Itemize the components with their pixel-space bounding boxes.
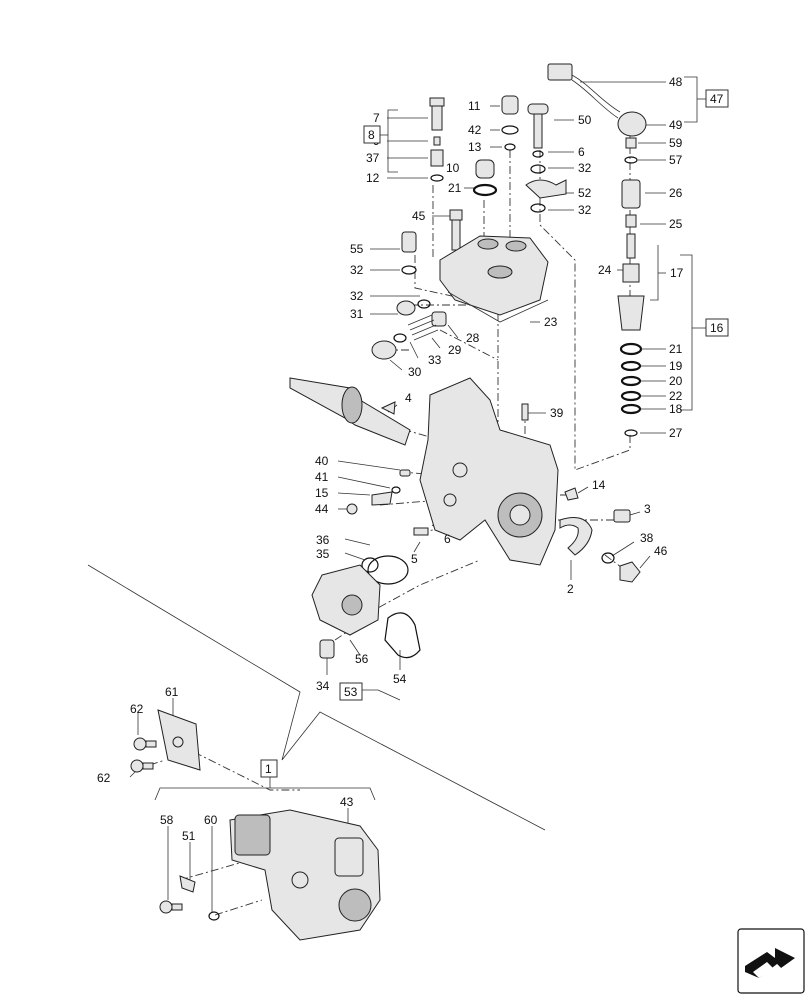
callout-44[interactable]: 44 — [315, 502, 329, 516]
callout-32-a[interactable]: 32 — [578, 161, 592, 175]
callout-2[interactable]: 2 — [567, 582, 574, 596]
callout-52[interactable]: 52 — [578, 186, 592, 200]
callout-labels: 7 9 37 12 11 42 13 10 21 50 6 32 52 32 4… — [97, 75, 684, 843]
callout-61[interactable]: 61 — [165, 685, 179, 699]
callout-36[interactable]: 36 — [316, 533, 330, 547]
callout-37[interactable]: 37 — [366, 151, 380, 165]
callout-10[interactable]: 10 — [446, 161, 460, 175]
callout-38[interactable]: 38 — [640, 531, 654, 545]
bolt-58-bracket-51-washer-60 — [159, 875, 220, 921]
alignment-lines — [149, 130, 631, 916]
callout-29[interactable]: 29 — [448, 343, 462, 357]
oring-stack-right — [619, 342, 643, 437]
gasket-54 — [384, 612, 421, 659]
callout-25[interactable]: 25 — [669, 217, 683, 231]
callout-31[interactable]: 31 — [350, 307, 364, 321]
callout-28[interactable]: 28 — [466, 331, 480, 345]
callout-35[interactable]: 35 — [316, 547, 330, 561]
callout-51[interactable]: 51 — [182, 829, 196, 843]
banjo-fitting-stack — [525, 103, 567, 213]
small-fittings-left — [346, 469, 579, 536]
feed-pump-cover — [311, 564, 381, 659]
callout-5[interactable]: 5 — [411, 552, 418, 566]
solenoid-connector-48-49 — [547, 63, 647, 137]
bracket-2-bolt-3 — [559, 509, 641, 583]
callout-32-d[interactable]: 32 — [350, 289, 364, 303]
callout-32-c[interactable]: 32 — [350, 263, 364, 277]
callout-49[interactable]: 49 — [669, 118, 683, 132]
callout-27[interactable]: 27 — [669, 426, 683, 440]
callout-3[interactable]: 3 — [644, 502, 651, 516]
callout-24[interactable]: 24 — [598, 263, 612, 277]
callout-21-right[interactable]: 21 — [669, 342, 683, 356]
callout-55[interactable]: 55 — [350, 242, 364, 256]
callout-26[interactable]: 26 — [669, 186, 683, 200]
complete-pump-assembly — [229, 809, 381, 941]
callout-53-box[interactable]: 53 — [344, 685, 358, 699]
pump-housing — [419, 377, 559, 566]
callout-42[interactable]: 42 — [468, 123, 482, 137]
callout-62-a[interactable]: 62 — [130, 702, 144, 716]
callout-30[interactable]: 30 — [408, 365, 422, 379]
callout-43[interactable]: 43 — [340, 795, 354, 809]
callout-34[interactable]: 34 — [316, 679, 330, 693]
callout-18[interactable]: 18 — [669, 402, 683, 416]
callout-48[interactable]: 48 — [669, 75, 683, 89]
fitting-stack-11-13 — [501, 95, 519, 151]
callout-60[interactable]: 60 — [204, 813, 218, 827]
callout-56[interactable]: 56 — [355, 652, 369, 666]
callout-14[interactable]: 14 — [592, 478, 606, 492]
callout-6-top[interactable]: 6 — [578, 145, 585, 159]
callout-15[interactable]: 15 — [315, 486, 329, 500]
valve-body-23 — [439, 235, 549, 323]
bolt-45-fitting-55 — [401, 209, 463, 275]
callout-21-top[interactable]: 21 — [448, 181, 462, 195]
callout-57[interactable]: 57 — [669, 153, 683, 167]
plug-spring-set — [371, 299, 447, 360]
callout-47-box[interactable]: 47 — [710, 92, 724, 106]
bracket-61-bolts-62 — [130, 709, 201, 773]
callout-13[interactable]: 13 — [468, 140, 482, 154]
callout-59[interactable]: 59 — [669, 136, 683, 150]
callout-17[interactable]: 17 — [670, 266, 684, 280]
callout-40[interactable]: 40 — [315, 454, 329, 468]
callout-23[interactable]: 23 — [544, 315, 558, 329]
callout-39[interactable]: 39 — [550, 406, 564, 420]
callout-11[interactable]: 11 — [468, 99, 481, 113]
callout-32-b[interactable]: 32 — [578, 203, 592, 217]
callout-62-b[interactable]: 62 — [97, 771, 111, 785]
callout-58[interactable]: 58 — [160, 813, 174, 827]
callout-6-mid[interactable]: 6 — [444, 532, 451, 546]
leader-lines — [129, 81, 666, 912]
plug-10-oring-21 — [472, 159, 498, 197]
callout-7[interactable]: 7 — [373, 111, 380, 125]
callout-46[interactable]: 46 — [654, 544, 668, 558]
callout-50[interactable]: 50 — [578, 113, 592, 127]
callout-12[interactable]: 12 — [366, 171, 380, 185]
fitting-stack-7-12 — [429, 97, 445, 182]
callout-19[interactable]: 19 — [669, 359, 683, 373]
callout-45[interactable]: 45 — [412, 209, 426, 223]
callout-20[interactable]: 20 — [669, 374, 683, 388]
group-brackets — [380, 76, 706, 411]
callout-22[interactable]: 22 — [669, 389, 683, 403]
next-page-arrow-icon[interactable] — [737, 928, 805, 994]
callout-8-box[interactable]: 8 — [368, 128, 375, 142]
callout-41[interactable]: 41 — [315, 470, 329, 484]
drive-shaft-4 — [289, 377, 411, 446]
solenoid-valve-stack — [617, 137, 645, 331]
callout-1-box[interactable]: 1 — [265, 762, 272, 776]
oring-36-35 — [361, 555, 409, 585]
boxed-callouts: 8 47 16 53 1 — [260, 89, 729, 778]
callout-33[interactable]: 33 — [428, 353, 442, 367]
callout-4[interactable]: 4 — [405, 391, 412, 405]
callout-54[interactable]: 54 — [393, 672, 407, 686]
callout-16-box[interactable]: 16 — [710, 321, 724, 335]
